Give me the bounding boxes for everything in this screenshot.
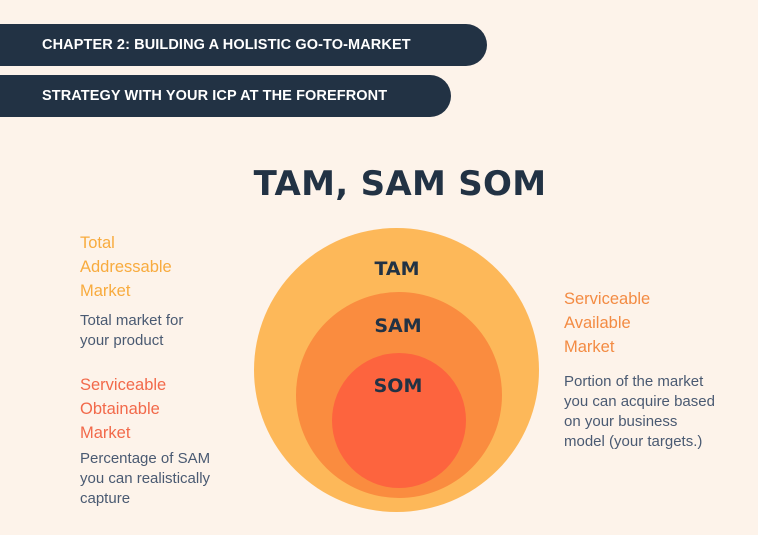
chapter-banner-line-1: CHAPTER 2: BUILDING A HOLISTIC GO-TO-MAR… bbox=[0, 24, 487, 66]
sam-description: Portion of the market you can acquire ba… bbox=[564, 372, 715, 452]
sam-heading-line: Serviceable bbox=[564, 290, 651, 308]
tam-definition: Total Addressable Market Total market fo… bbox=[80, 231, 183, 351]
tam-description: Total market for your product bbox=[80, 311, 183, 351]
sam-heading: Serviceable Available Market bbox=[564, 287, 715, 359]
som-description-line: you can realistically bbox=[80, 470, 211, 487]
som-circle-label: SOM bbox=[373, 375, 423, 397]
sam-description-line: on your business bbox=[564, 413, 678, 430]
som-heading-line: Market bbox=[80, 424, 131, 442]
tam-circle-label: TAM bbox=[374, 258, 420, 280]
tam-description-line: Total market for bbox=[80, 312, 184, 329]
som-circle bbox=[332, 353, 466, 488]
sam-circle-label: SAM bbox=[374, 315, 422, 337]
chapter-banner-line-2: STRATEGY WITH YOUR ICP AT THE FOREFRONT bbox=[0, 75, 451, 117]
tam-heading-line: Addressable bbox=[80, 258, 172, 276]
chapter-banner-text-2: STRATEGY WITH YOUR ICP AT THE FOREFRONT bbox=[42, 88, 388, 104]
chapter-banner-text-1: CHAPTER 2: BUILDING A HOLISTIC GO-TO-MAR… bbox=[42, 37, 411, 53]
sam-description-line: you can acquire based bbox=[564, 393, 715, 410]
sam-description-line: model (your targets.) bbox=[564, 433, 703, 450]
page-title: TAM, SAM SOM bbox=[253, 164, 547, 204]
som-heading-line: Serviceable bbox=[80, 376, 167, 394]
sam-definition: Serviceable Available Market Portion of … bbox=[564, 287, 715, 452]
som-description-line: Percentage of SAM bbox=[80, 450, 211, 467]
sam-heading-line: Available bbox=[564, 314, 631, 332]
tam-heading-line: Market bbox=[80, 282, 131, 300]
tam-heading-line: Total bbox=[80, 234, 115, 252]
som-description: Percentage of SAM you can realistically … bbox=[80, 449, 210, 509]
som-description-line: capture bbox=[80, 490, 131, 507]
tam-heading: Total Addressable Market bbox=[80, 231, 183, 303]
sam-description-line: Portion of the market bbox=[564, 373, 704, 390]
som-heading-line: Obtainable bbox=[80, 400, 160, 418]
som-heading: Serviceable Obtainable Market bbox=[80, 373, 210, 445]
sam-heading-line: Market bbox=[564, 338, 615, 356]
som-definition: Serviceable Obtainable Market Percentage… bbox=[80, 373, 210, 509]
tam-description-line: your product bbox=[80, 332, 164, 349]
